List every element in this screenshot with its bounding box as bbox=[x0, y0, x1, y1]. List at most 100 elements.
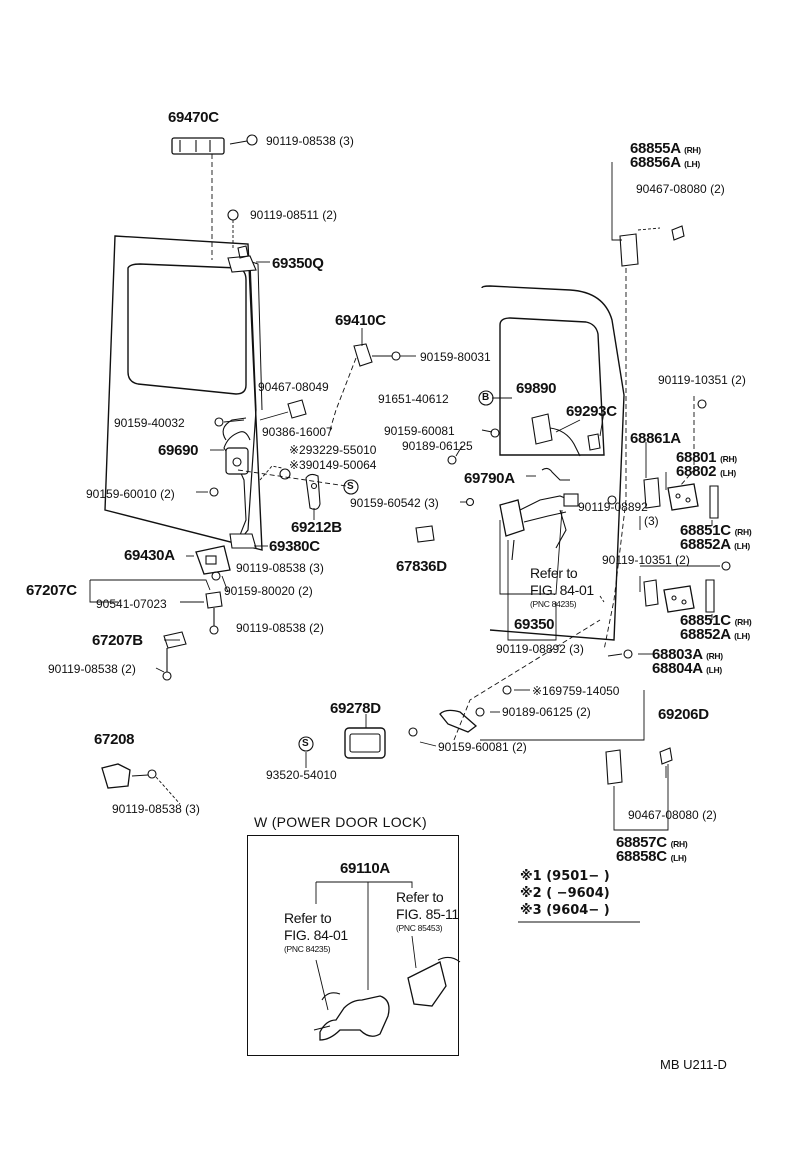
label-90119-10351-b[interactable]: 90119-10351 (2) bbox=[602, 553, 690, 567]
rh-tag: (RH) bbox=[720, 454, 737, 464]
label-90119-08511[interactable]: 90119-08511 (2) bbox=[250, 208, 337, 222]
label-69410c[interactable]: 69410C bbox=[335, 312, 386, 329]
lh-tag: (LH) bbox=[734, 541, 750, 551]
inset-power-door-lock-box bbox=[247, 835, 459, 1056]
label-90159-60010[interactable]: 90159-60010 (2) bbox=[86, 487, 175, 501]
left-lock-rod bbox=[223, 431, 251, 549]
label-68802[interactable]: 68802 (LH) bbox=[676, 463, 736, 480]
circle-b-symbol: B bbox=[482, 392, 490, 403]
lower-latch bbox=[229, 533, 257, 549]
label-69206d[interactable]: 69206D bbox=[658, 706, 709, 723]
cover-69278d bbox=[344, 727, 386, 759]
left-door-outline bbox=[104, 235, 263, 551]
refer-to-fig-84-01-main[interactable]: Refer to FIG. 84-01 (PNC 84235) bbox=[530, 565, 594, 609]
part-67207c bbox=[205, 591, 223, 609]
label-69293c[interactable]: 69293C bbox=[566, 403, 617, 420]
label-90159-60081-b[interactable]: 90159-60081 (2) bbox=[438, 740, 527, 754]
bracket-69430a bbox=[195, 545, 231, 575]
inset-right-actuator bbox=[407, 961, 447, 1007]
label-90189-06125-b[interactable]: 90189-06125 (2) bbox=[502, 705, 591, 719]
note-1: ※1 (9501− ) bbox=[520, 869, 610, 884]
label-90119-08538-top[interactable]: 90119-08538 (3) bbox=[266, 134, 354, 148]
label-68804a[interactable]: 68804A (LH) bbox=[652, 660, 722, 677]
label-90159-80020[interactable]: 90159-80020 (2) bbox=[224, 584, 313, 598]
hinge-68801 bbox=[667, 483, 699, 511]
label-69470c[interactable]: 69470C bbox=[168, 109, 219, 126]
label-69350[interactable]: 69350 bbox=[514, 616, 555, 633]
lh-tag: (LH) bbox=[720, 468, 736, 478]
circle-s-symbol-shape-b bbox=[298, 736, 314, 752]
label-68851c-a[interactable]: 68851C (RH) bbox=[680, 522, 752, 539]
label-390149-50064[interactable]: ※390149-50064 bbox=[289, 458, 377, 472]
label-90189-06125-a[interactable]: 90189-06125 bbox=[402, 439, 473, 453]
label-293229-55010[interactable]: ※293229-55010 bbox=[289, 443, 377, 457]
label-69350q[interactable]: 69350Q bbox=[272, 255, 324, 272]
key-cylinder-69212b bbox=[305, 473, 321, 510]
label-68852a-b[interactable]: 68852A (LH) bbox=[680, 626, 750, 643]
label-68856a[interactable]: 68856A (LH) bbox=[630, 154, 700, 171]
right-door-outline bbox=[481, 285, 625, 641]
label-67207b[interactable]: 67207B bbox=[92, 632, 143, 649]
label-90159-80031[interactable]: 90159-80031 bbox=[420, 350, 491, 364]
label-67208[interactable]: 67208 bbox=[94, 731, 135, 748]
label-69690[interactable]: 69690 bbox=[158, 442, 199, 459]
inset-title: W (POWER DOOR LOCK) bbox=[254, 814, 427, 830]
label-68857c[interactable]: 68857C (RH) bbox=[616, 834, 688, 851]
left-door-window bbox=[127, 263, 247, 395]
clip-67836d bbox=[415, 525, 435, 543]
label-67836d[interactable]: 67836D bbox=[396, 558, 447, 575]
inset-left-harness bbox=[319, 995, 390, 1041]
label-90159-60542[interactable]: 90159-60542 (3) bbox=[350, 496, 439, 510]
label-90467-08049[interactable]: 90467-08049 bbox=[258, 380, 329, 394]
refer-to-fig-85-11-inset[interactable]: Refer to FIG. 85-11 (PNC 85453) bbox=[396, 889, 459, 933]
label-90119-10351-a[interactable]: 90119-10351 (2) bbox=[658, 373, 746, 387]
label-68861a[interactable]: 68861A bbox=[630, 430, 681, 447]
part-68861a bbox=[643, 477, 661, 509]
lh-tag: (LH) bbox=[706, 665, 722, 675]
label-69430a[interactable]: 69430A bbox=[124, 547, 175, 564]
label-90467-08080-b[interactable]: 90467-08080 (2) bbox=[628, 808, 717, 822]
label-90119-08892-b[interactable]: 90119-08892 (3) bbox=[496, 642, 584, 656]
label-169759-14050[interactable]: ※169759-14050 bbox=[532, 684, 620, 698]
label-91651-40612[interactable]: 91651-40612 bbox=[378, 392, 449, 406]
circle-s-symbol-a: S bbox=[347, 481, 354, 492]
label-90119-08538-c[interactable]: 90119-08538 (2) bbox=[48, 662, 136, 676]
rod-69206d bbox=[439, 709, 478, 733]
label-69278d[interactable]: 69278D bbox=[330, 700, 381, 717]
part-69293c bbox=[587, 433, 601, 451]
label-90119-08538-b[interactable]: 90119-08538 (2) bbox=[236, 621, 324, 635]
label-68855a[interactable]: 68855A (RH) bbox=[630, 140, 701, 157]
footer-code: MB U211-D bbox=[660, 1057, 727, 1072]
bracket-68857c bbox=[605, 749, 623, 785]
hinge-68803a bbox=[663, 585, 695, 613]
label-paren-3[interactable]: (3) bbox=[644, 514, 659, 528]
label-90159-60081-a[interactable]: 90159-60081 bbox=[384, 424, 455, 438]
label-68858c[interactable]: 68858C (LH) bbox=[616, 848, 687, 865]
label-69110a[interactable]: 69110A bbox=[340, 860, 390, 877]
rh-tag: (RH) bbox=[670, 839, 688, 849]
hinge-69470c bbox=[171, 137, 225, 155]
label-68851c-b[interactable]: 68851C (RH) bbox=[680, 612, 752, 629]
refer-to-fig-84-01-inset[interactable]: Refer to FIG. 84-01 (PNC 84235) bbox=[284, 910, 348, 954]
label-68803a[interactable]: 68803A (RH) bbox=[652, 646, 723, 663]
label-90386-16007[interactable]: 90386-16007 bbox=[262, 425, 333, 439]
right-lock-assembly bbox=[499, 499, 525, 537]
label-90159-40032[interactable]: 90159-40032 bbox=[114, 416, 185, 430]
label-90467-08080-a[interactable]: 90467-08080 (2) bbox=[636, 182, 725, 196]
label-69212b[interactable]: 69212B bbox=[291, 519, 342, 536]
label-68852a-a[interactable]: 68852A (LH) bbox=[680, 536, 750, 553]
label-90119-08892-a[interactable]: 90119-08892 bbox=[578, 500, 648, 514]
label-90541-07023[interactable]: 90541-07023 bbox=[96, 597, 167, 611]
label-90119-08538-d[interactable]: 90119-08538 (3) bbox=[112, 802, 200, 816]
label-69890[interactable]: 69890 bbox=[516, 380, 557, 397]
label-67207c[interactable]: 67207C bbox=[26, 582, 77, 599]
label-93520-54010[interactable]: 93520-54010 bbox=[266, 768, 337, 782]
label-69790a[interactable]: 69790A bbox=[464, 470, 515, 487]
label-90119-08538-mid[interactable]: 90119-08538 (3) bbox=[236, 561, 324, 575]
circle-s-symbol-shape-a bbox=[343, 479, 359, 495]
circle-s-symbol-b: S bbox=[302, 738, 309, 749]
label-69380c[interactable]: 69380C bbox=[269, 538, 320, 555]
part-69790a bbox=[541, 467, 570, 481]
label-68801[interactable]: 68801 (RH) bbox=[676, 449, 737, 466]
